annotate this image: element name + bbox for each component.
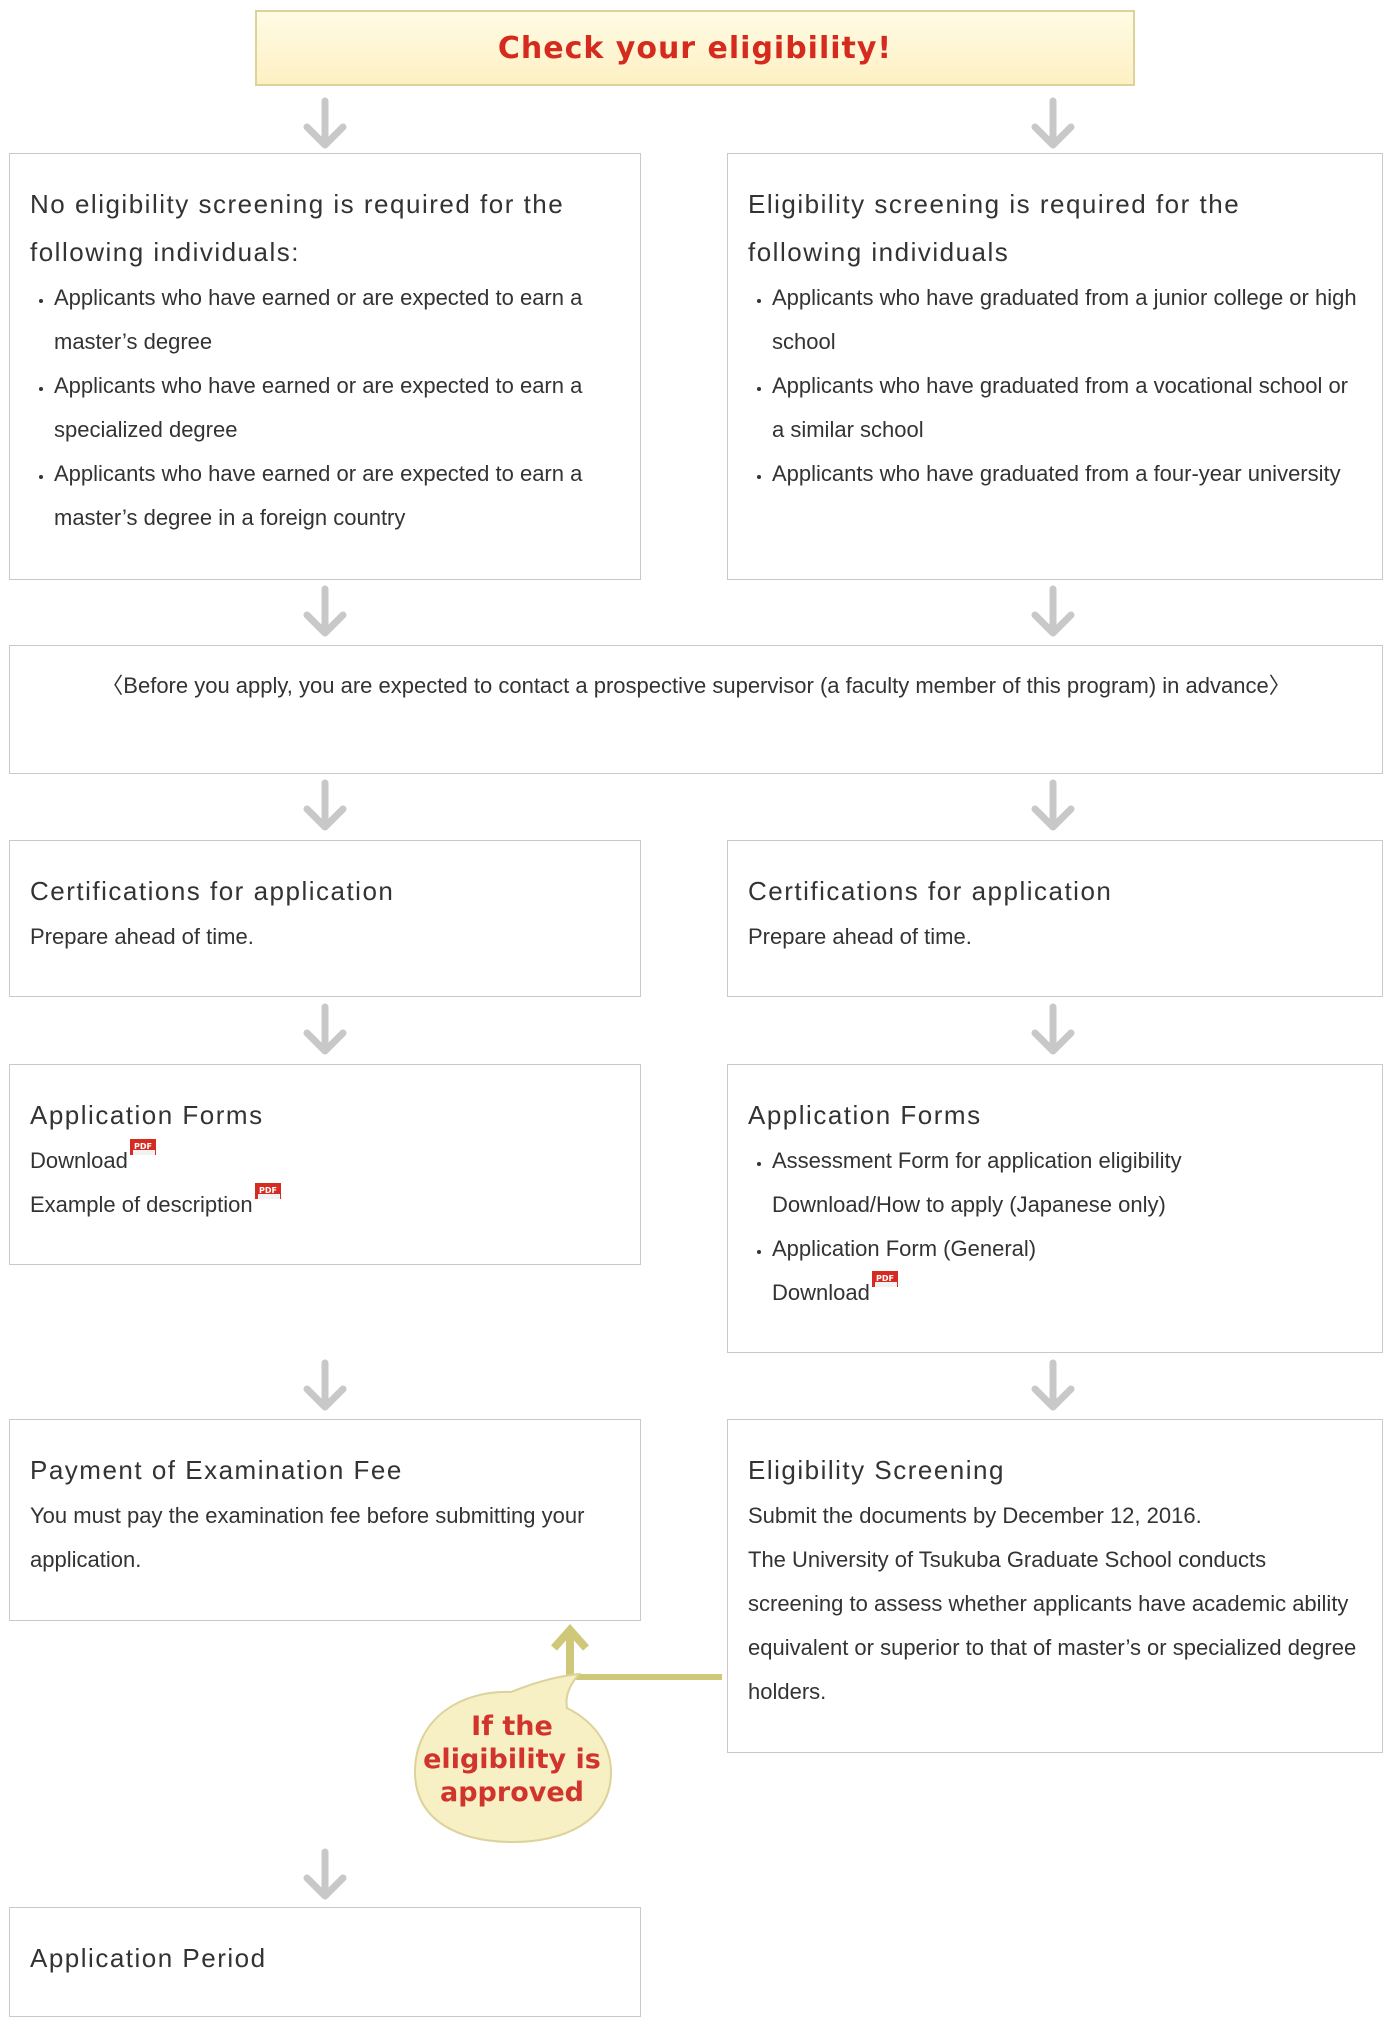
application-download-link[interactable]: Download [772, 1280, 870, 1305]
no-screening-box: No eligibility screening is required for… [9, 153, 641, 580]
arrow-down-icon [303, 1003, 347, 1055]
arrow-down-icon [1031, 1359, 1075, 1411]
list-item: Applicants who have graduated from a jun… [772, 276, 1362, 364]
application-period-title: Application Period [30, 1943, 267, 1973]
list-item: Applicants who have earned or are expect… [54, 364, 620, 452]
pdf-icon[interactable]: PDF [129, 1138, 157, 1156]
callout-line: approved [440, 1777, 584, 1808]
callout-line: If the [471, 1711, 553, 1742]
arrow-down-icon [303, 585, 347, 637]
no-screening-list: Applicants who have earned or are expect… [30, 276, 620, 540]
svg-text:PDF: PDF [876, 1274, 894, 1283]
right-application-forms-box: Application Forms Assessment Form for ap… [727, 1064, 1383, 1353]
download-link[interactable]: Download [30, 1148, 128, 1173]
eligibility-screening-title: Eligibility Screening [748, 1455, 1005, 1485]
no-screening-title: No eligibility screening is required for… [30, 189, 565, 267]
eligibility-screening-box: Eligibility Screening Submit the documen… [727, 1419, 1383, 1753]
arrow-down-icon [1031, 97, 1075, 149]
arrow-down-icon [1031, 1003, 1075, 1055]
banner-title: Check your eligibility! [497, 30, 893, 66]
pdf-icon[interactable]: PDF [254, 1182, 282, 1200]
screening-deadline: Submit the documents by December 12, 201… [748, 1503, 1202, 1528]
screening-description: The University of Tsukuba Graduate Schoo… [748, 1547, 1357, 1704]
certifications-title: Certifications for application [748, 876, 1113, 906]
screening-required-title: Eligibility screening is required for th… [748, 189, 1241, 267]
screening-required-box: Eligibility screening is required for th… [727, 153, 1383, 580]
contact-supervisor-note: 〈Before you apply, you are expected to c… [9, 645, 1383, 774]
arrow-down-icon [303, 97, 347, 149]
list-item: Assessment Form for application eligibil… [772, 1139, 1362, 1227]
svg-text:PDF: PDF [134, 1142, 152, 1151]
certifications-text: Prepare ahead of time. [748, 924, 972, 949]
list-item: Applicants who have earned or are expect… [54, 452, 620, 540]
payment-text: You must pay the examination fee before … [30, 1503, 585, 1572]
arrow-down-icon [1031, 585, 1075, 637]
pdf-icon[interactable]: PDF [871, 1270, 899, 1288]
arrow-down-icon [303, 1359, 347, 1411]
forms-list: Assessment Form for application eligibil… [748, 1139, 1362, 1315]
callout-text: If the eligibility is approved [403, 1710, 621, 1809]
payment-title: Payment of Examination Fee [30, 1455, 403, 1485]
screening-required-list: Applicants who have graduated from a jun… [748, 276, 1362, 496]
left-certifications-box: Certifications for application Prepare a… [9, 840, 641, 997]
assessment-download-link[interactable]: Download/How to apply (Japanese only) [772, 1192, 1166, 1217]
certifications-title: Certifications for application [30, 876, 395, 906]
arrow-down-icon [303, 1848, 347, 1900]
application-forms-title: Application Forms [30, 1100, 264, 1130]
assessment-form-label: Assessment Form for application eligibil… [772, 1148, 1182, 1173]
payment-box: Payment of Examination Fee You must pay … [9, 1419, 641, 1621]
certifications-text: Prepare ahead of time. [30, 924, 254, 949]
example-row: Example of description PDF [30, 1183, 620, 1227]
download-row: Download PDF [30, 1139, 620, 1183]
list-item: Applicants who have graduated from a voc… [772, 364, 1362, 452]
callout-line: eligibility is [423, 1744, 601, 1775]
list-item: Applicants who have graduated from a fou… [772, 452, 1362, 496]
svg-text:PDF: PDF [259, 1186, 277, 1195]
arrow-down-icon [1031, 779, 1075, 831]
application-period-box: Application Period [9, 1907, 641, 2017]
arrow-down-icon [303, 779, 347, 831]
contact-note-text: 〈Before you apply, you are expected to c… [101, 673, 1291, 698]
example-description-link[interactable]: Example of description [30, 1192, 253, 1217]
application-form-label: Application Form (General) [772, 1236, 1037, 1261]
callout-bubble-icon [413, 1672, 613, 1844]
approval-connector-arrow-icon [551, 1623, 722, 1680]
list-item: Applicants who have earned or are expect… [54, 276, 620, 364]
right-certifications-box: Certifications for application Prepare a… [727, 840, 1383, 997]
application-forms-title: Application Forms [748, 1100, 982, 1130]
eligibility-banner: Check your eligibility! [255, 10, 1135, 86]
list-item: Application Form (General) Download PDF [772, 1227, 1362, 1315]
